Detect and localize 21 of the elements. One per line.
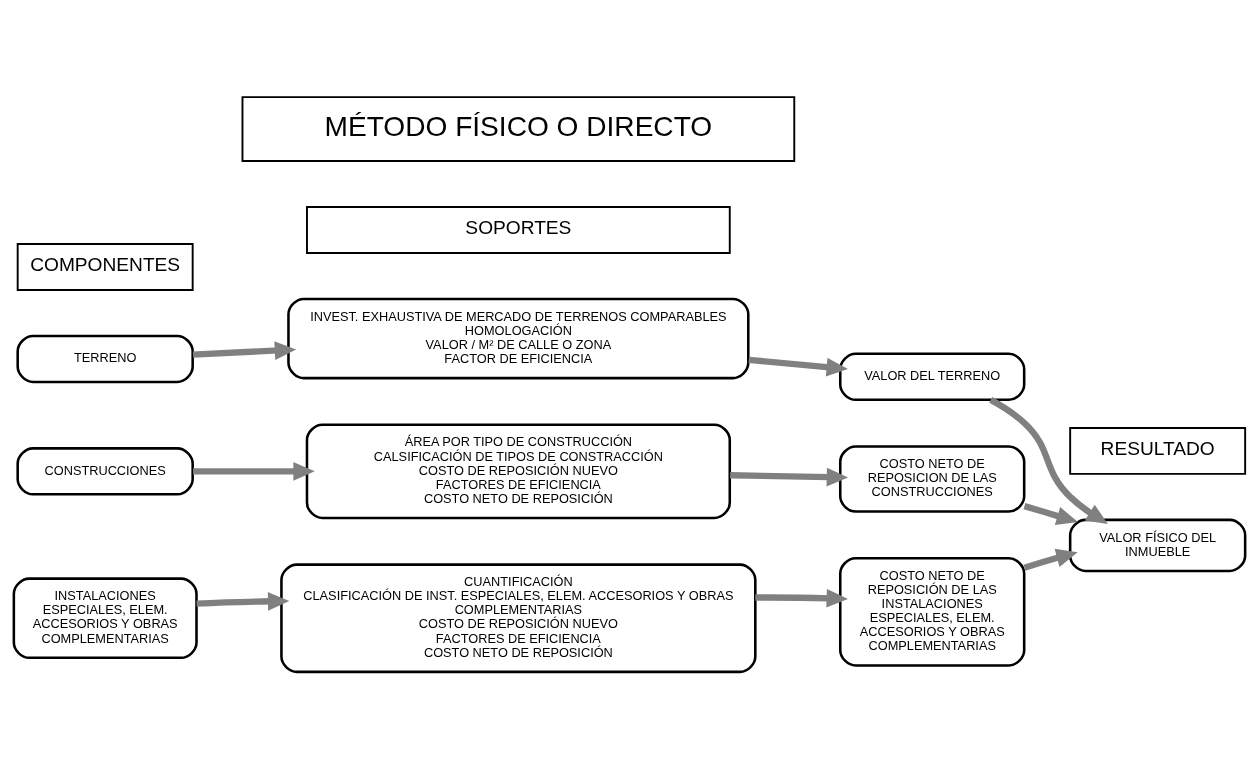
node-box: INSTALACIONES ESPECIALES, ELEM. ACCESORIOS Y OBRAS COMPLEMENTARIAS — [12, 577, 198, 660]
arrow — [192, 341, 297, 360]
node-box: VALOR DEL TERRENO — [838, 352, 1026, 402]
node-box: RESULTADO — [1069, 426, 1247, 475]
node-box: CUANTIFICACIÓN CLASIFICACIÓN DE INST. ESPECIALES, ELEM. ACCESORIOS Y OBRAS COMPLEMENTARIAS COSTO DE REPOSICIÓN NUEVO FACTORES DE EFICIENCIA COSTO NETO DE REPOSICIÓN — [280, 563, 757, 674]
arrow — [1023, 548, 1078, 571]
node-box: COMPONENTES — [16, 243, 194, 291]
node-box: INVEST. EXHAUSTIVA DE MERCADO DE TERRENOS COMPARABLES HOMOLOGACIÓN VALOR / M² DE CALLE O ZONA FACTOR DE EFICIENCIA — [287, 297, 750, 380]
arrow — [748, 356, 848, 377]
node-box: VALOR FÍSICO DEL INMUEBLE — [1068, 518, 1247, 573]
node-box: CONSTRUCCIONES — [16, 447, 194, 496]
arrow — [989, 397, 1108, 525]
arrow — [1023, 503, 1078, 525]
node-box: TERRENO — [16, 334, 194, 384]
node-box: ÁREA POR TIPO DE CONSTRUCCIÓN CALSIFICACIÓN DE TIPOS DE CONSTRACCIÓN COSTO DE REPOSICIÓN NUEVO FACTORES DE EFICIENCIA COSTO NETO DE REPOSICIÓN — [305, 423, 732, 520]
node-box: SOPORTES — [306, 206, 731, 254]
node-box: MÉTODO FÍSICO O DIRECTO — [241, 96, 796, 162]
node-box: COSTO NETO DE REPOSICIÓN DE LAS INSTALACIONES ESPECIALES, ELEM. ACCESORIOS Y OBRAS COMPLEMENTARIAS — [838, 556, 1026, 667]
node-box: COSTO NETO DE REPOSICION DE LAS CONSTRUCCIONES — [838, 445, 1026, 513]
arrow — [755, 588, 848, 608]
arrow — [196, 592, 290, 611]
